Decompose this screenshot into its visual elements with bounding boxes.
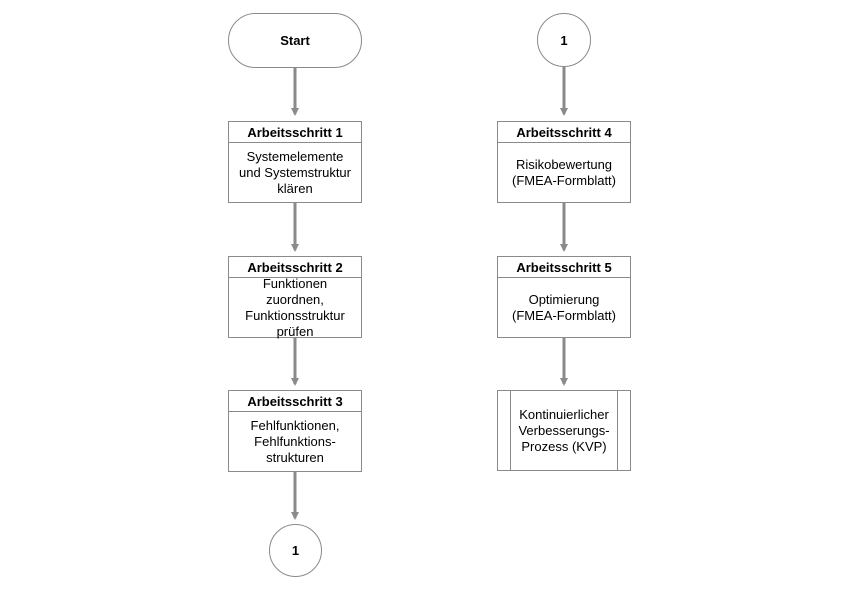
process-left-bar [510,391,511,470]
step-4-text: Risikobewertung (FMEA-Formblatt) [512,157,616,188]
start-label: Start [280,33,310,48]
step-3: Arbeitsschritt 3 Fehlfunktionen, Fehlfun… [228,390,362,472]
step-2-title: Arbeitsschritt 2 [229,257,361,278]
connector-in-label: 1 [560,32,568,48]
connector-out: 1 [269,524,322,577]
step-5-title: Arbeitsschritt 5 [498,257,630,278]
step-1-text: Systemelemente und Systemstruktur klären [239,149,351,196]
step-2-text: Funktionen zuordnen, Funktionsstruktur p… [245,276,345,339]
connector-out-label: 1 [291,543,300,558]
kvp-process-text: Kontinuierlicher Verbesserungs- Prozess … [518,406,610,454]
connector-in: 1 [537,13,591,67]
process-right-bar [617,391,618,470]
step-3-title: Arbeitsschritt 3 [229,391,361,412]
start-terminator: Start [228,13,362,68]
step-4: Arbeitsschritt 4 Risikobewertung (FMEA-F… [497,121,631,203]
step-5-text: Optimierung (FMEA-Formblatt) [512,292,616,323]
step-3-text: Fehlfunktionen, Fehlfunktions- strukture… [250,418,340,465]
step-1: Arbeitsschritt 1 Systemelemente und Syst… [228,121,362,203]
step-2: Arbeitsschritt 2 Funktionen zuordnen, Fu… [228,256,362,339]
kvp-process: Kontinuierlicher Verbesserungs- Prozess … [497,390,631,471]
step-4-title: Arbeitsschritt 4 [498,122,630,143]
step-1-title: Arbeitsschritt 1 [229,122,361,143]
step-5: Arbeitsschritt 5 Optimierung (FMEA-Formb… [497,256,631,338]
